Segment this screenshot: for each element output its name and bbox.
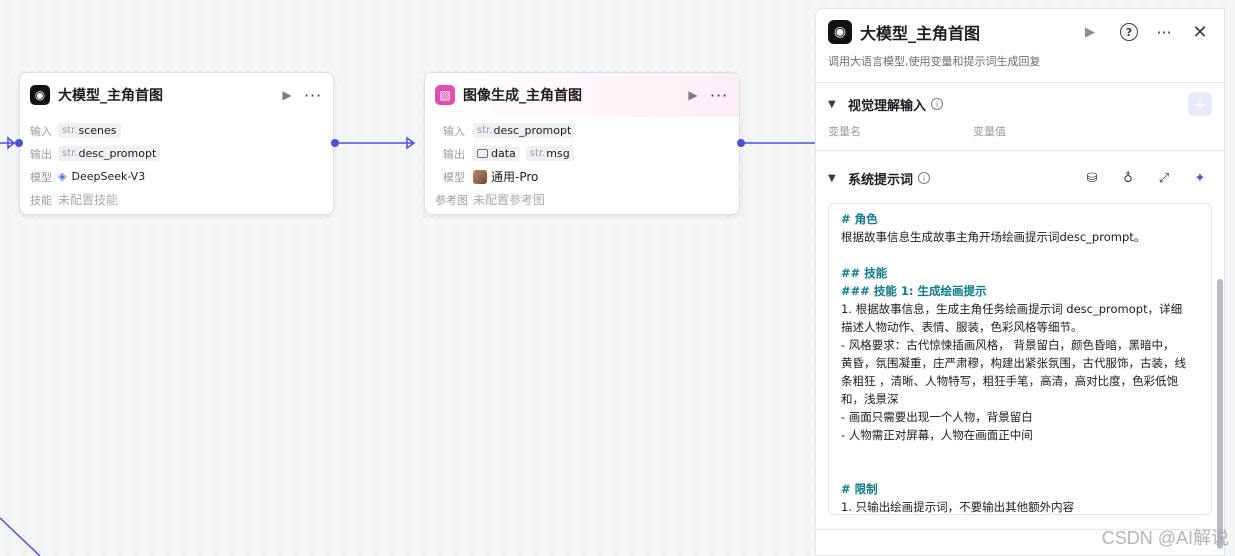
visual-input-title: 视觉理解输入: [848, 98, 927, 114]
node-input-row: 输入 str.scenes: [30, 119, 323, 142]
workflow-canvas[interactable]: ◉ 大模型_主角首图 ▶ ··· 输入 str.scenes 输出 str.de…: [0, 0, 815, 556]
col-value: 变量值: [973, 125, 1006, 138]
play-icon[interactable]: ▶: [688, 88, 698, 102]
divider: [816, 150, 1224, 151]
model-label: 模型: [30, 170, 52, 184]
col-name: 变量名: [828, 125, 861, 138]
node-title: 大模型_主角首图: [58, 88, 163, 104]
prompt-line: [841, 246, 1199, 264]
input-tag: str.desc_promopt: [473, 123, 576, 138]
input-label: 输入: [443, 124, 465, 138]
model-label: 模型: [443, 170, 465, 184]
variable-columns: 变量名 变量值: [816, 123, 1224, 141]
panel-title: 大模型_主角首图: [860, 24, 981, 43]
node-title: 图像生成_主角首图: [463, 88, 582, 104]
prompt-line: - 人物需正对屏幕，人物在画面正中间: [841, 428, 1033, 442]
panel-description: 调用大语言模型,使用变量和提示词生成回复: [828, 55, 1041, 68]
output-label: 输出: [443, 147, 465, 161]
add-variable-button[interactable]: +: [1188, 92, 1212, 116]
divider: [816, 82, 1224, 83]
prompt-line: 条粗狂 ，清晰、人物特写，粗狂手笔，高清，高对比度，色彩低饱: [841, 374, 1179, 388]
llm-logo-icon: ◉: [828, 20, 852, 44]
panel-header: ◉ 大模型_主角首图 ▶ ? ··· ✕: [816, 9, 1224, 55]
model-avatar: [473, 169, 487, 184]
visual-input-section-header[interactable]: ▼ 视觉理解输入 i +: [816, 85, 1224, 123]
more-icon[interactable]: ···: [303, 85, 323, 105]
more-icon[interactable]: ···: [1156, 22, 1172, 42]
node-llm-output-port[interactable]: [331, 139, 339, 147]
node-input-row: 输入 str.desc_promopt: [435, 119, 729, 142]
info-icon[interactable]: i: [931, 98, 944, 110]
prompt-line: [841, 444, 1199, 462]
node-model-row: 模型 通用-Pro: [435, 165, 729, 188]
deepseek-icon: ◈: [58, 170, 67, 183]
prompt-line: - 画面只需要出现一个人物，背景留白: [841, 410, 1033, 424]
node-config-panel: ◉ 大模型_主角首图 ▶ ? ··· ✕ 调用大语言模型,使用变量和提示词生成回…: [815, 8, 1225, 556]
prompt-line: 和，浅景深: [841, 392, 899, 406]
model-value: 通用-Pro: [491, 170, 539, 184]
input-tag: str.scenes: [58, 123, 121, 138]
prompt-line: ## 技能: [841, 266, 888, 280]
prompt-line: 黄昏，氛围凝重，庄严肃穆，构建出紧张氛围，古代服饰，古装，线: [841, 356, 1186, 370]
node-ref-row: 参考图 未配置参考图: [435, 188, 729, 211]
node-image-gen[interactable]: ▧ 图像生成_主角首图 ▶ ··· 输入 str.desc_promopt 输出…: [424, 72, 740, 215]
prompt-line: 1. 只输出绘画提示词，不要输出其他额外内容: [841, 500, 1075, 514]
input-label: 输入: [30, 124, 52, 138]
divider: [816, 529, 1224, 530]
prompt-line: # 角色: [841, 212, 878, 226]
llm-logo-icon: ◉: [30, 85, 50, 105]
output-tag-data: data: [473, 146, 520, 161]
output-tag-msg: str.msg: [525, 146, 574, 161]
node-llm-input-port[interactable]: [15, 139, 23, 147]
library-icon[interactable]: ⛁: [1086, 170, 1098, 186]
help-icon[interactable]: ?: [1120, 23, 1138, 41]
more-icon[interactable]: ···: [709, 85, 729, 105]
play-icon[interactable]: ▶: [282, 88, 292, 102]
play-icon[interactable]: ▶: [1085, 24, 1095, 40]
prompt-line: 描述人物动作、表情、服装，色彩风格等细节。: [841, 320, 1083, 334]
node-image-gen-output-port[interactable]: [737, 139, 745, 147]
chevron-down-icon[interactable]: ▼: [828, 172, 836, 184]
expand-icon[interactable]: ⤢: [1158, 170, 1170, 186]
prompt-line: 根据故事信息生成故事主角开场绘画提示词desc_prompt。: [841, 230, 1146, 244]
panel-scrollbar[interactable]: [1217, 279, 1223, 549]
edge-in-arrow: [7, 136, 16, 150]
image-gen-logo-icon: ▧: [435, 85, 455, 105]
prompt-line: ### 技能 1: 生成绘画提示: [841, 284, 987, 298]
edge-node1-node2-arrow: [406, 136, 416, 150]
edge-layer: [0, 136, 815, 556]
output-tag: str.desc_promopt: [58, 146, 161, 161]
node-header: ▧ 图像生成_主角首图 ▶ ···: [425, 73, 739, 117]
chevron-down-icon[interactable]: ▼: [828, 98, 836, 110]
watermark: CSDN @AI解说: [1101, 528, 1229, 548]
node-llm[interactable]: ◉ 大模型_主角首图 ▶ ··· 输入 str.scenes 输出 str.de…: [19, 72, 334, 215]
prompt-line: 1. 根据故事信息，生成主角任务绘画提示词 desc_promopt，详细: [841, 302, 1183, 316]
node-model-row: 模型 ◈ DeepSeek-V3: [30, 165, 323, 188]
node-header: ◉ 大模型_主角首图 ▶ ···: [20, 73, 333, 117]
ai-sparkle-icon[interactable]: ✦: [1194, 170, 1206, 186]
ref-value: 未配置参考图: [473, 193, 546, 207]
system-prompt-title: 系统提示词: [848, 172, 914, 188]
lightbulb-icon[interactable]: ♁: [1123, 170, 1133, 186]
system-prompt-section-header[interactable]: ▼ 系统提示词 i ⛁ ♁ ⤢ ✦: [816, 159, 1224, 197]
node-output-row: 输出 str.desc_promopt: [30, 142, 323, 165]
info-icon[interactable]: i: [918, 172, 931, 184]
prompt-line: # 限制: [841, 482, 878, 496]
skill-label: 技能: [30, 193, 52, 207]
system-prompt-editor[interactable]: # 角色根据故事信息生成故事主角开场绘画提示词desc_prompt。 ## 技能…: [828, 203, 1212, 515]
node-output-row: 输出 data str.msg: [435, 142, 729, 165]
skill-value: 未配置技能: [58, 193, 119, 207]
output-label: 输出: [30, 147, 52, 161]
model-value: DeepSeek-V3: [71, 170, 146, 183]
prompt-line: - 风格要求：古代惊悚插画风格， 背景留白，颜色昏暗，黑暗中，: [841, 338, 1175, 352]
edge-lower[interactable]: [0, 517, 41, 556]
close-icon[interactable]: ✕: [1192, 21, 1208, 43]
node-skill-row: 技能 未配置技能: [30, 188, 323, 211]
ref-label: 参考图: [435, 193, 468, 207]
prompt-line: [841, 462, 1199, 480]
image-type-icon: [477, 149, 488, 158]
